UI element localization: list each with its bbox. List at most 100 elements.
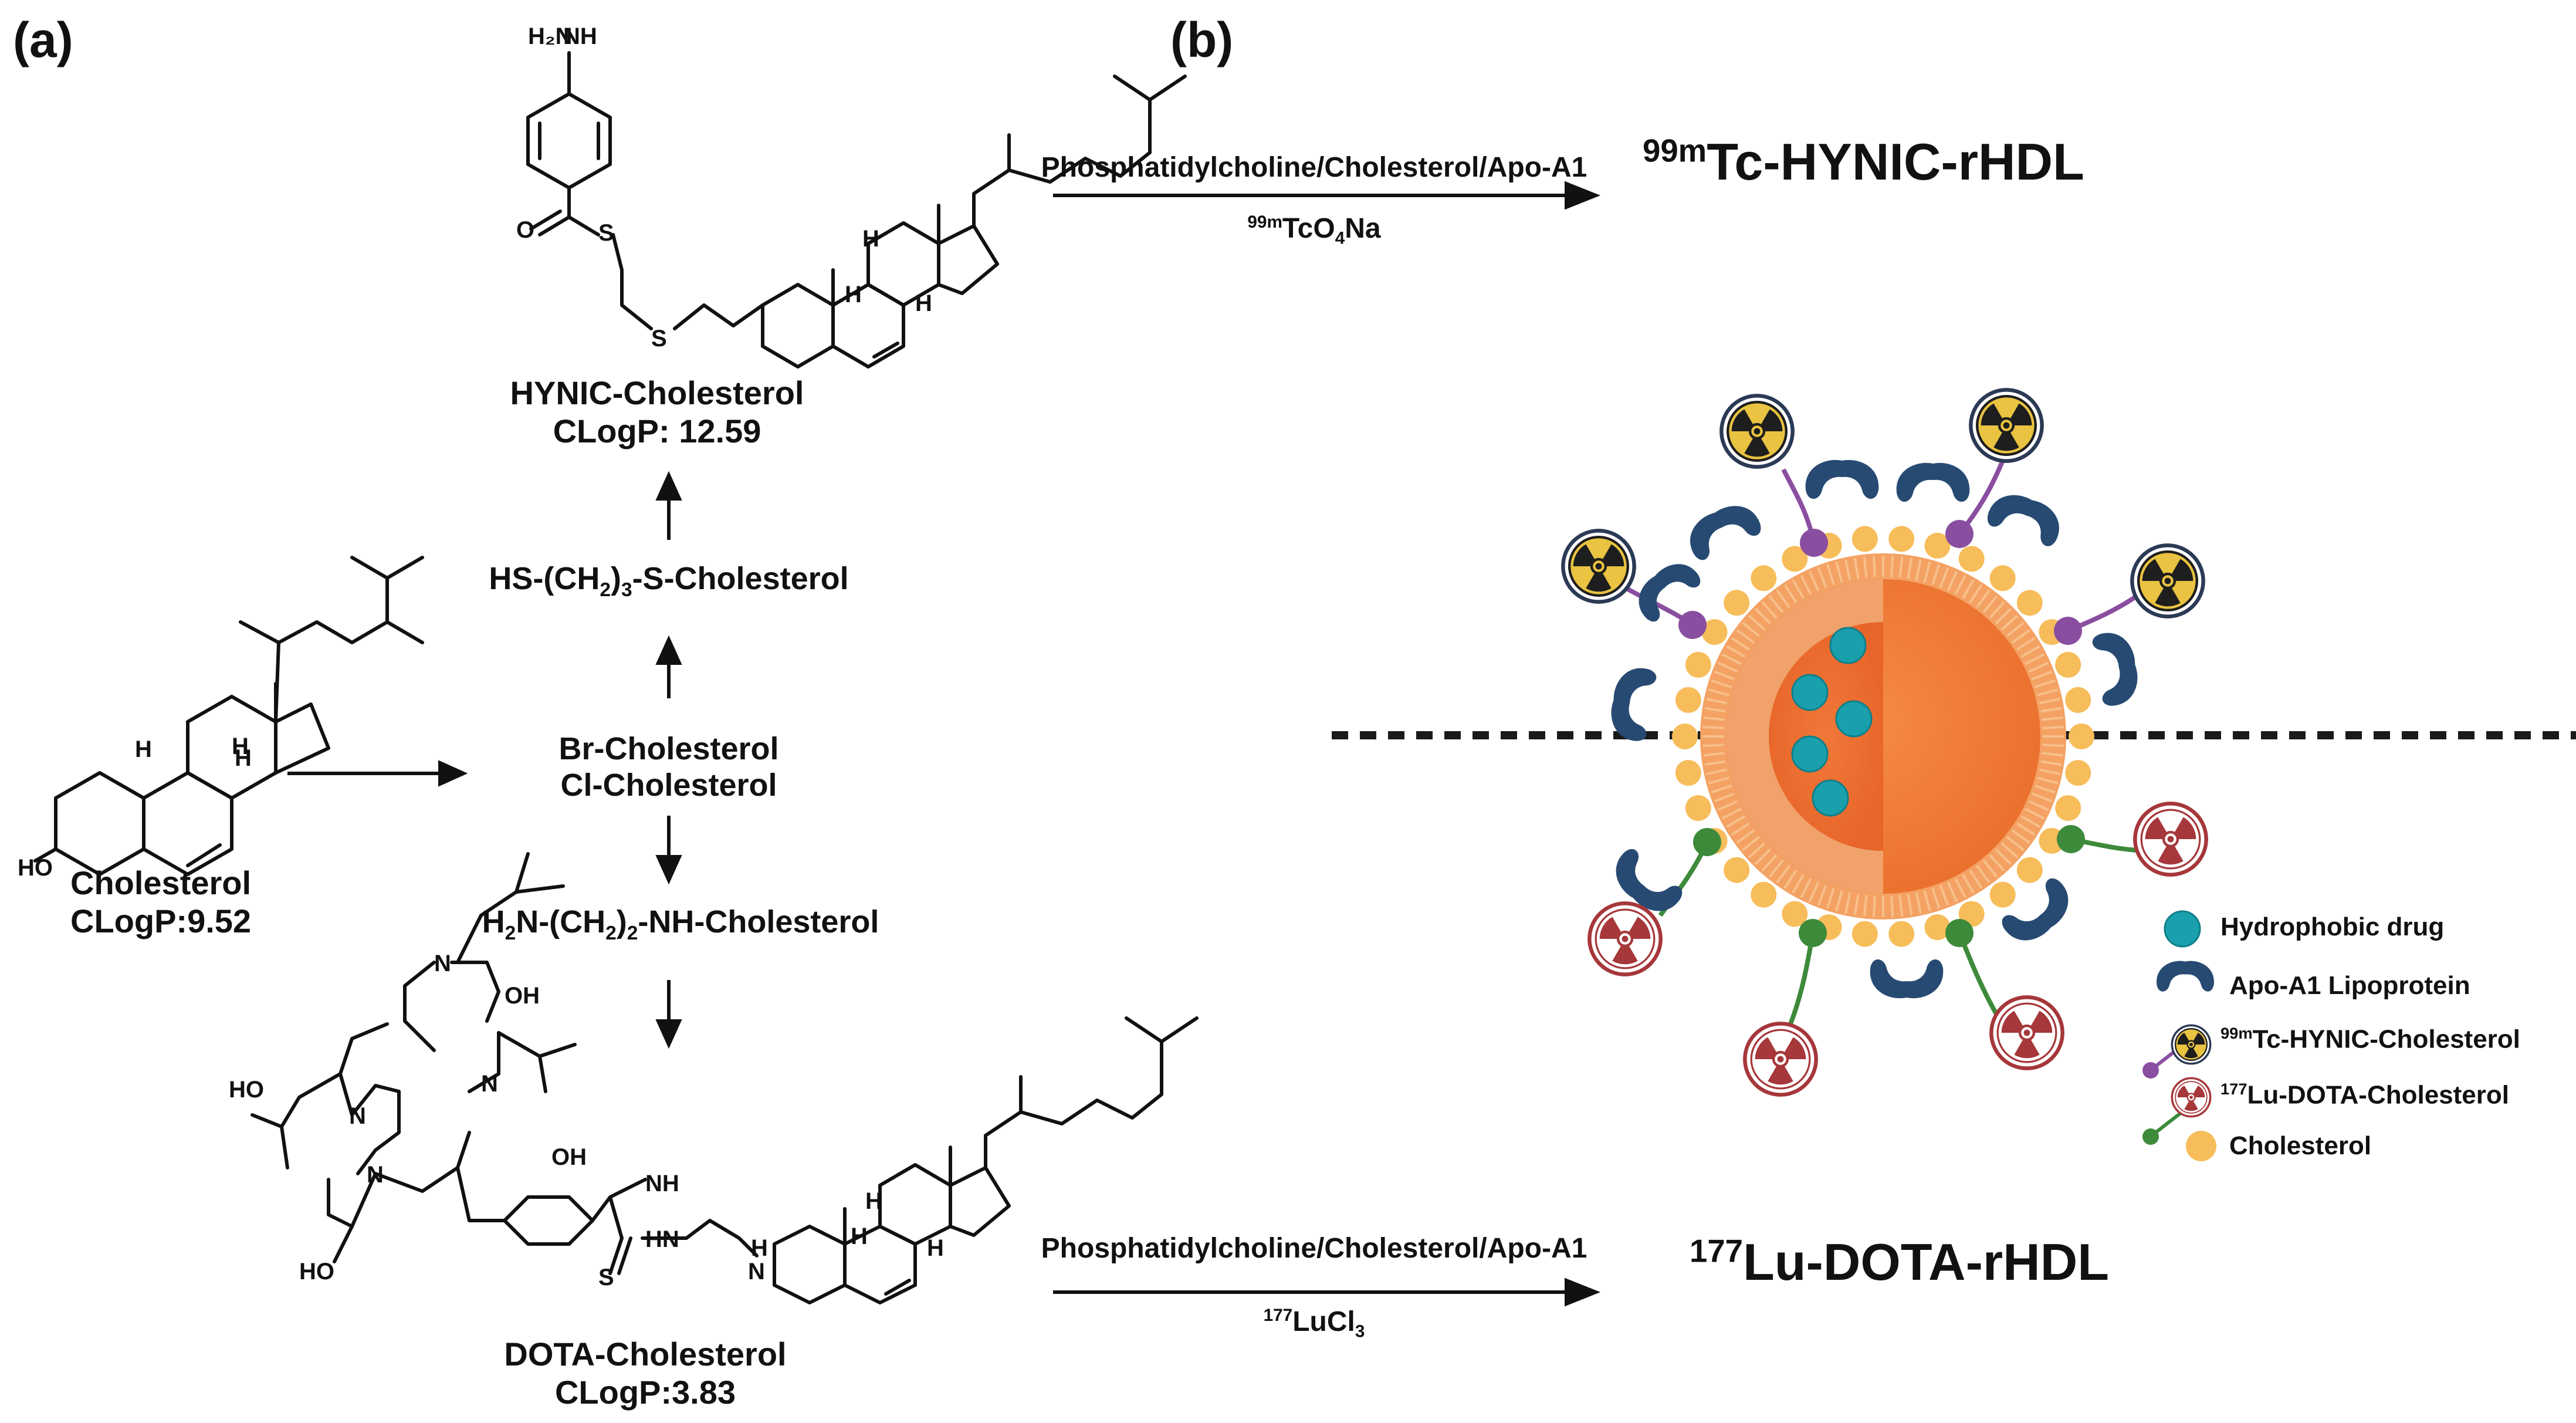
phospholipid-tail (1714, 670, 1735, 681)
phospholipid-tail (1742, 836, 1760, 851)
phospholipid-tail (1754, 607, 1772, 625)
h2n-post: -NH-Cholesterol (638, 904, 879, 939)
phospholipid-tail (2039, 698, 2060, 705)
cholesterol-bead (1989, 565, 2016, 591)
h2n-pre: H (482, 904, 505, 939)
phospholipid-tail (1736, 629, 1755, 644)
phospholipid-tail (1726, 815, 1746, 828)
panel-label-b: (b) (1170, 12, 1234, 67)
hs-sub2: 3 (621, 579, 632, 601)
h-label: H (845, 282, 862, 307)
phospholipid-tail (1863, 556, 1868, 578)
hs-mid: ) (610, 561, 621, 596)
cholesterol-bead (1672, 724, 1698, 749)
cholesterol-bead (2016, 590, 2043, 616)
panel-label-a: (a) (13, 12, 73, 67)
legend-cholesterol-swatch (2186, 1131, 2216, 1161)
phospholipid-tail (1817, 567, 1827, 588)
cholesterol-bead (1888, 921, 1915, 947)
phospholipid-tail (1969, 584, 1983, 603)
cholesterol-bead (1888, 526, 1915, 552)
phospholipid-tail (1736, 829, 1755, 844)
phospholipid-tail (2006, 836, 2025, 851)
hs-cholesterol-label: HS-(CH2)3-S-Cholesterol (469, 560, 868, 601)
dota-name: DOTA-Cholesterol (504, 1336, 787, 1373)
cholesterol-bead (2016, 857, 2043, 883)
phospholipid-tail (2016, 822, 2036, 836)
phospholipid-tail (1939, 885, 1949, 906)
nh-label: NH (645, 1171, 679, 1196)
cholesterol-bead (2069, 724, 2094, 749)
legend-tc-swatch (2142, 1024, 2212, 1079)
phospholipid-tail (2011, 629, 2030, 644)
ho-label: HO (18, 855, 53, 881)
n-label: N (748, 1259, 765, 1285)
phospholipid-tail (1989, 601, 2005, 619)
lu-rhdl-product: 177Lu-DOTA-rHDL (1690, 1232, 2109, 1292)
phospholipid-tail (1915, 892, 1922, 914)
h-label: H (135, 736, 152, 762)
cholesterol-bead (1958, 546, 1985, 572)
dota-clogp: CLogP:3.83 (554, 1374, 736, 1411)
cholesterol-bead (1989, 881, 2016, 908)
bottom-isotope: 177LuCl3 (1144, 1306, 1484, 1342)
phospholipid-tail (1792, 579, 1805, 599)
phospholipid-tail (1939, 567, 1949, 588)
phospholipid-tail (1703, 716, 1725, 721)
cholesterol-bead (2055, 651, 2081, 678)
phospholipid-tail (1931, 888, 1941, 909)
phospholipid-tail (1711, 785, 1732, 794)
cholesterol-bead (1724, 857, 1750, 883)
phospholipid-tail (1768, 595, 1784, 613)
legend-lu-swatch (2142, 1077, 2212, 1145)
dota-cholesterol-structure (251, 852, 1199, 1304)
h-label: H (751, 1235, 768, 1261)
phospholipid-tail (1704, 707, 1726, 713)
top-iso-sup: 99m (1247, 212, 1282, 232)
phospholipid-tail (1826, 564, 1835, 585)
phospholipid-tail (2000, 614, 2019, 631)
phospholipid-tail (2011, 829, 2030, 844)
h-label: H (915, 290, 932, 316)
phospholipid-tail (1761, 854, 1778, 872)
phospholipid-tail (2020, 815, 2040, 828)
phospholipid-tail (1708, 776, 1729, 785)
lu-product-main: Lu-DOTA-rHDL (1743, 1233, 2110, 1291)
h2n-sub3: 2 (627, 922, 638, 944)
hydrophobic-drug-cluster (1791, 627, 1873, 817)
legend-lu-sup: 177 (2220, 1080, 2247, 1098)
ho-label: HO (299, 1259, 334, 1285)
phospholipid-tail (2039, 768, 2060, 775)
cholesterol-bead (1782, 901, 1808, 927)
phospholipid-tail (1726, 645, 1746, 658)
rhdl-nanoparticle (1332, 390, 2576, 1094)
bottom-iso-sub: 3 (1355, 1321, 1365, 1341)
legend-apo-swatch (2157, 961, 2214, 992)
phospholipid-tail (1817, 885, 1827, 906)
phospholipid-tail (1835, 561, 1843, 583)
phospholipid-tail (2035, 785, 2056, 794)
phospholipid-tail (1808, 881, 1820, 903)
tc-radiation-icon (2132, 545, 2203, 616)
cholesterol-bead (1751, 565, 1777, 591)
phospholipid-tail (1954, 878, 1966, 898)
n-label: N (434, 951, 451, 976)
h2n-mid: N-(CH (516, 904, 606, 939)
phospholipid-tail (2025, 653, 2045, 665)
legend-apo-label: Apo-A1 Lipoprotein (2229, 971, 2470, 1000)
phospholipid-tail (1703, 752, 1725, 757)
cholesterol-bead (1675, 687, 1701, 713)
cholesterol-bead (1685, 651, 1711, 678)
phospholipid-tail (1721, 807, 1742, 820)
legend-tc-main: Tc-HYNIC-Cholesterol (2252, 1025, 2520, 1054)
phospholipid-tail (1923, 890, 1931, 912)
hs-sub1: 2 (600, 579, 611, 601)
hn-label: HN (645, 1226, 679, 1252)
s-label: S (598, 1265, 614, 1290)
cholesterol-bead (1685, 795, 1711, 822)
phospholipid-tail (2042, 725, 2064, 729)
cholesterol-bead (1924, 914, 1951, 941)
phospholipid-tail (1962, 579, 1975, 599)
legend-cholesterol-label: Cholesterol (2229, 1131, 2372, 1160)
cholesterol-bead (1782, 546, 1808, 572)
